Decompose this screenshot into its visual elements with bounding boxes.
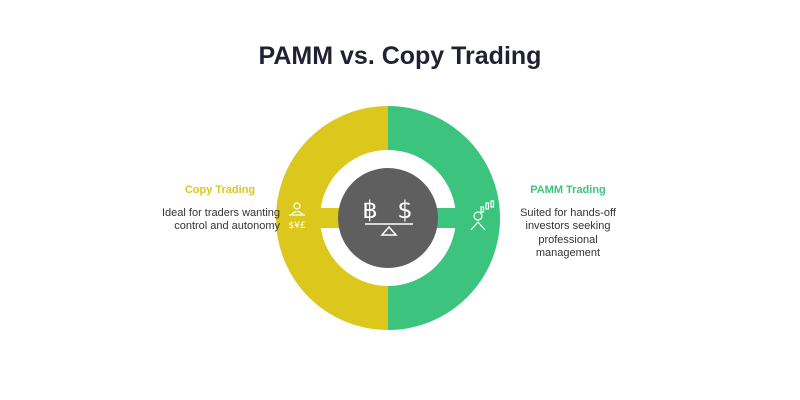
- svg-text:$: $: [397, 196, 412, 224]
- trader-currency-icon: $¥£: [288, 202, 306, 231]
- bitcoin-dollar-balance-icon: ฿ $: [362, 196, 413, 236]
- page-title: PAMM vs. Copy Trading: [258, 42, 542, 70]
- svg-text:฿: ฿: [362, 196, 377, 224]
- copy-trading-heading: Copy Trading: [184, 184, 256, 196]
- svg-text:$¥£: $¥£: [288, 221, 305, 231]
- center-circle: [338, 168, 438, 268]
- pamm-trading-description: Suited for hands-off investors seeking p…: [520, 206, 616, 260]
- pamm-trading-info: PAMM Trading Suited for hands-off invest…: [508, 184, 628, 261]
- copy-trading-description: Ideal for traders wanting control and au…: [161, 206, 280, 233]
- pamm-trading-heading: PAMM Trading: [530, 184, 606, 196]
- investor-candlestick-icon: [470, 200, 495, 231]
- copy-trading-info: Copy Trading Ideal for traders wanting c…: [160, 184, 280, 234]
